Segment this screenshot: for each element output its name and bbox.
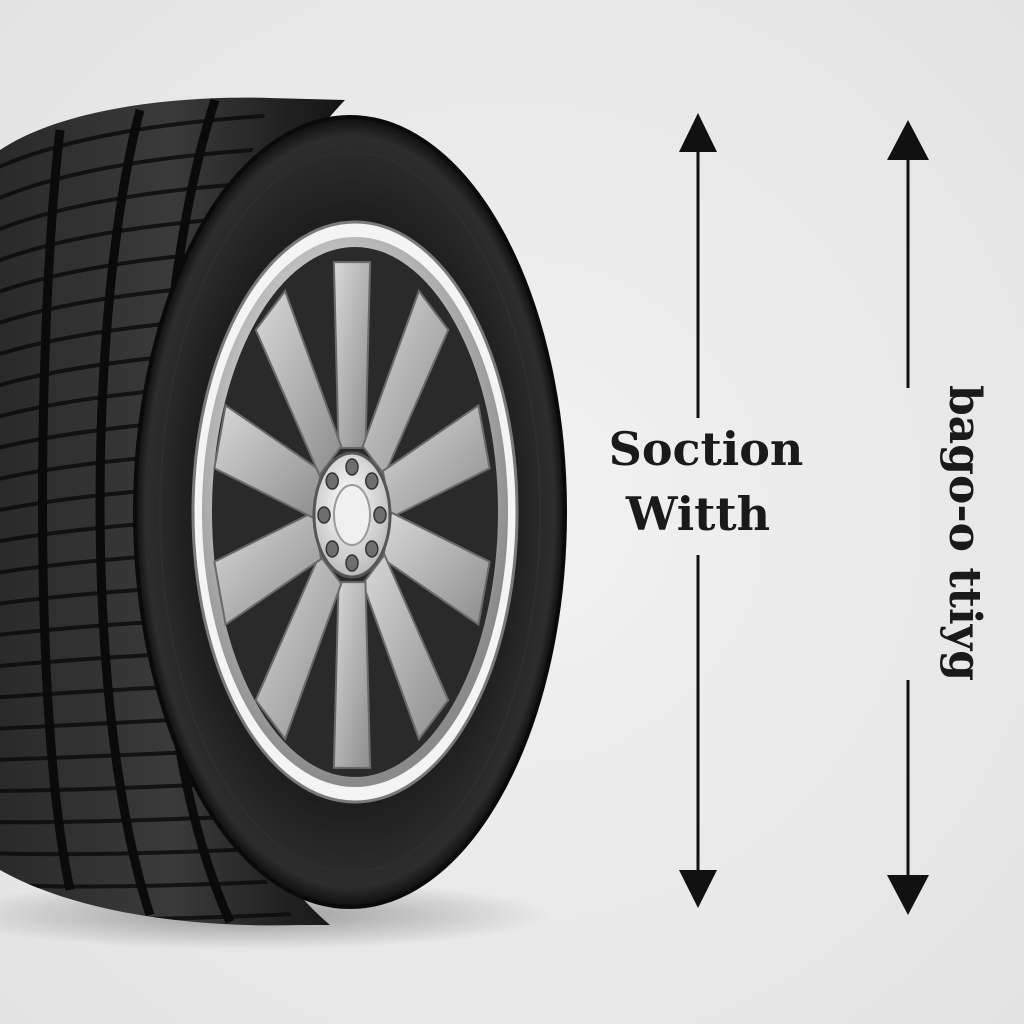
sidewall-bead-line <box>159 151 541 873</box>
lug-nut <box>317 506 331 524</box>
rim-spoke <box>361 552 450 742</box>
dimension-1-label-line-1: Soction <box>609 422 804 476</box>
lug-nut <box>373 506 387 524</box>
tread-channel <box>38 129 75 891</box>
tread-groove <box>0 145 300 204</box>
lug-nut <box>365 472 379 490</box>
center-cap <box>333 484 371 546</box>
wheel-rim <box>191 220 519 804</box>
arrow-1-down-head <box>679 870 717 908</box>
tire <box>0 97 567 926</box>
lug-nut <box>345 554 359 572</box>
lug-nut <box>325 472 339 490</box>
dimension-arrow-2: bago-o ttiyg <box>887 120 990 915</box>
rim-edge <box>202 237 508 787</box>
tire-tread <box>0 97 345 926</box>
lug-nuts <box>317 458 387 572</box>
rim-spoke <box>332 581 372 769</box>
lug-nut <box>345 458 359 476</box>
lug-nut <box>365 540 379 558</box>
rim-spoke <box>254 288 343 478</box>
dimension-2-label: bago-o ttiyg <box>939 385 990 681</box>
rim-spoke <box>361 288 450 478</box>
dimension-1-label-line-2: Witth <box>625 487 770 541</box>
tread-channel <box>95 108 155 917</box>
rim-spoke <box>254 552 343 742</box>
rim-spokes <box>213 261 491 769</box>
arrow-2-up-head <box>887 120 929 160</box>
rim-spoke <box>332 261 372 449</box>
dimension-arrow-1: Soction Witth <box>609 113 804 908</box>
arrow-2-down-head <box>887 875 929 915</box>
arrow-1-up-head <box>679 113 717 152</box>
tread-groove <box>0 111 300 173</box>
lug-nut <box>325 540 339 558</box>
